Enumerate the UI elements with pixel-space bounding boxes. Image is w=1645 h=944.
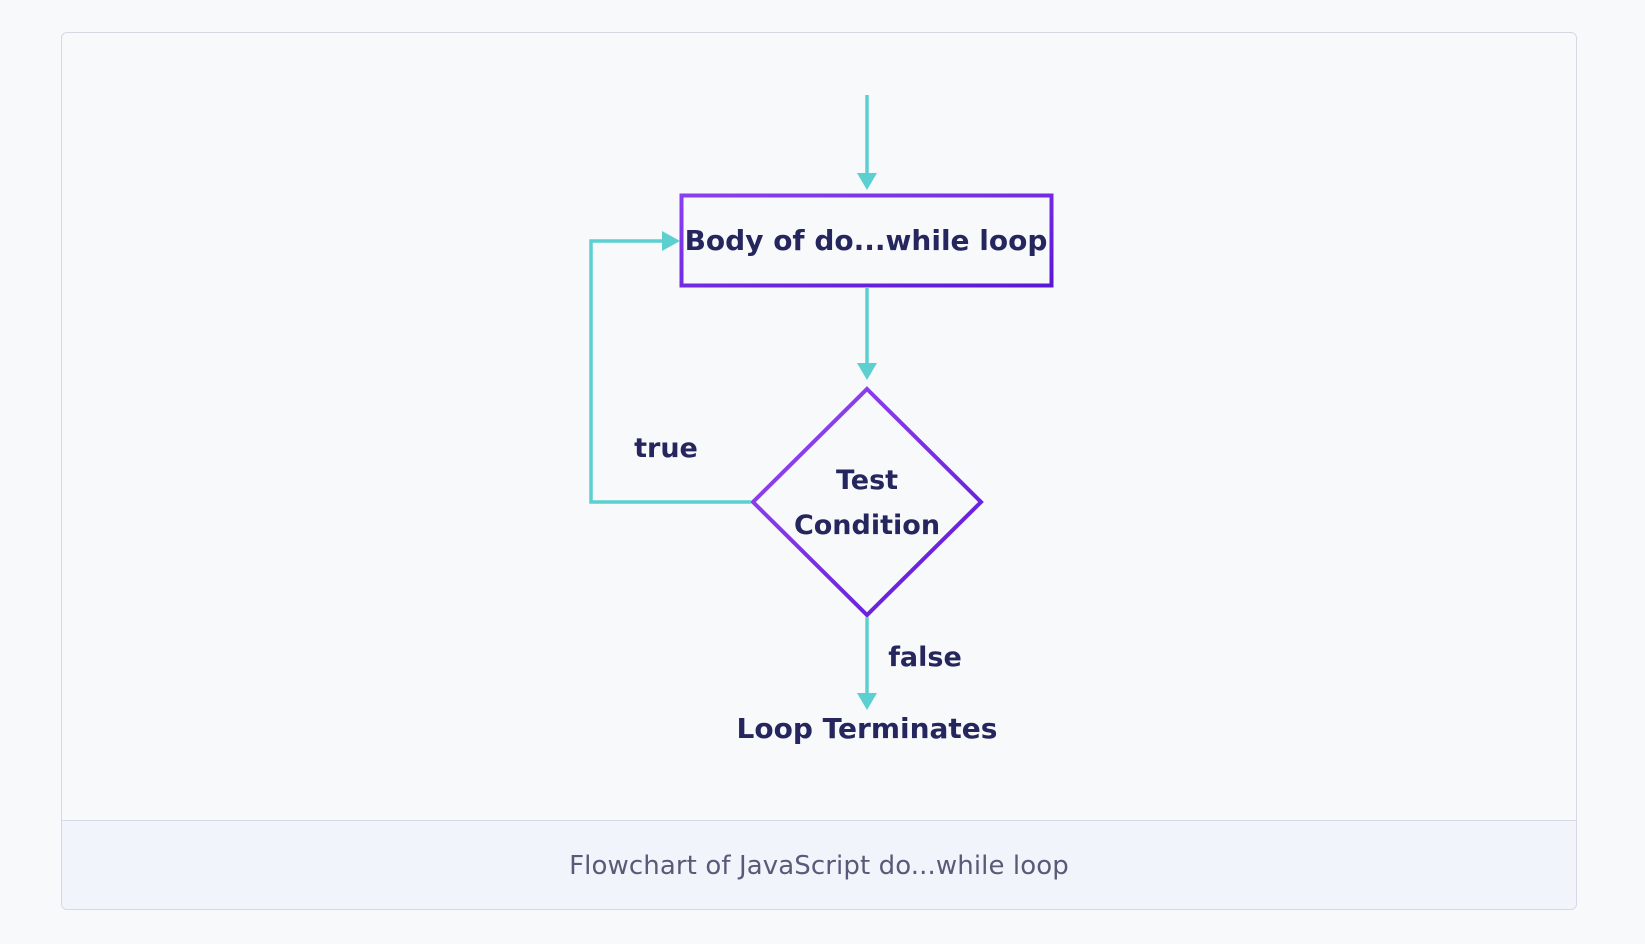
loop-terminates-label: Loop Terminates	[737, 712, 998, 745]
condition-decision-diamond: Test Condition	[750, 386, 984, 618]
entry-arrow	[857, 95, 877, 190]
true-edge-label: true	[634, 433, 698, 464]
condition-label-line1: Test	[836, 465, 898, 496]
flowchart-svg: Body of do...while loop Test Condition t…	[589, 95, 1054, 745]
figure-card: Body of do...while loop Test Condition t…	[61, 32, 1577, 910]
body-label: Body of do...while loop	[685, 224, 1048, 257]
body-to-condition-arrow	[857, 287, 877, 380]
false-edge-label: false	[888, 642, 962, 673]
body-process-box: Body of do...while loop	[679, 193, 1054, 288]
figure-caption: Flowchart of JavaScript do...while loop	[569, 851, 1069, 881]
true-loop-edge	[589, 231, 751, 504]
figure-caption-bar: Flowchart of JavaScript do...while loop	[62, 821, 1576, 909]
false-exit-edge	[857, 617, 877, 710]
condition-label-line2: Condition	[794, 510, 940, 541]
flowchart-diagram: Body of do...while loop Test Condition t…	[62, 33, 1576, 821]
